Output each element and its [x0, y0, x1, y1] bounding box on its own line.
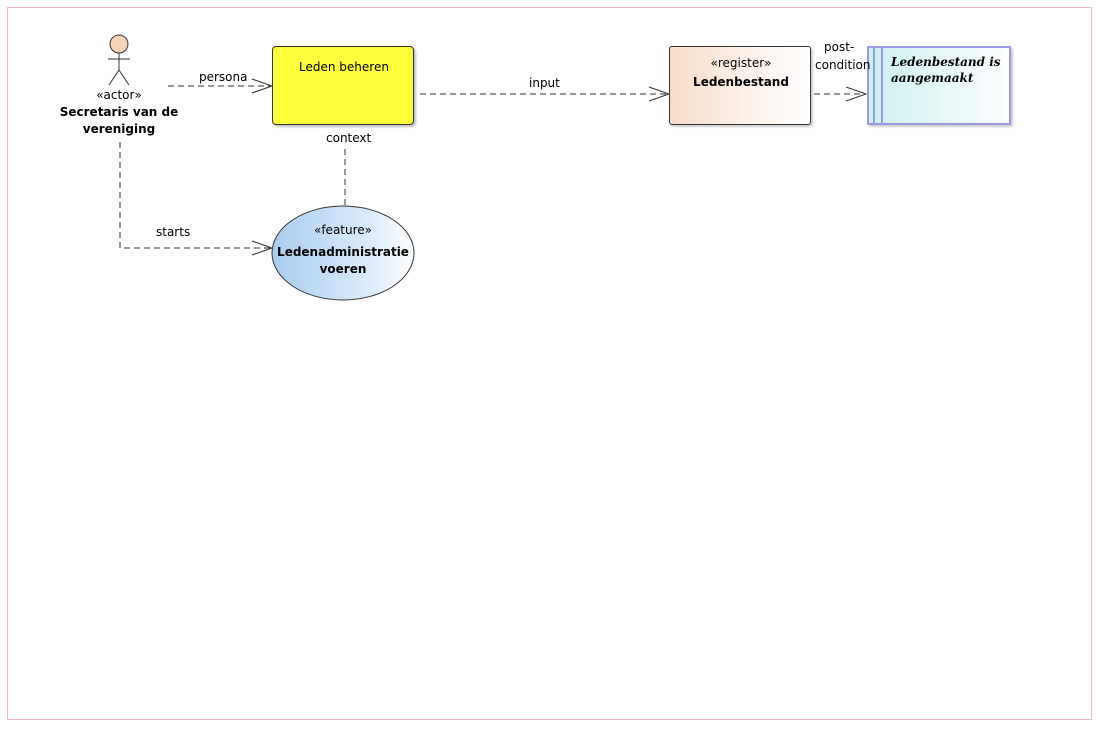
- state-bar-right: [881, 46, 883, 125]
- feature-name-line1: Ledenadministratie: [277, 245, 409, 259]
- actor-name-line1: Secretaris van de: [59, 105, 179, 119]
- actor-name-line2: vereniging: [82, 122, 156, 136]
- state-ledenbestand-aangemaakt[interactable]: Ledenbestand is aangemaakt: [867, 46, 1011, 125]
- activity-name: Leden beheren: [299, 60, 389, 74]
- postcondition-label-line2: condition: [815, 58, 871, 72]
- register-stereotype: «register»: [710, 56, 772, 70]
- postcondition-label-line1: post-: [824, 40, 855, 54]
- actor-figure[interactable]: [108, 34, 130, 86]
- actor-stereotype: «actor»: [96, 88, 142, 102]
- activity-leden-beheren[interactable]: Leden beheren: [272, 46, 414, 125]
- starts-arrowhead: [251, 240, 274, 256]
- persona-label: persona: [199, 70, 248, 84]
- diagram-frame: [7, 7, 1092, 720]
- starts-connector[interactable]: [119, 142, 270, 249]
- register-name: Ledenbestand: [693, 75, 789, 89]
- feature-name-line2: voeren: [319, 262, 367, 276]
- input-label: input: [529, 76, 560, 90]
- starts-label: starts: [156, 225, 191, 239]
- postcondition-arrowhead: [845, 86, 868, 102]
- state-bar-left: [873, 46, 875, 125]
- context-label: context: [326, 131, 372, 145]
- register-ledenbestand[interactable]: «register» Ledenbestand: [669, 46, 811, 125]
- feature-ellipse[interactable]: [271, 205, 415, 301]
- feature-stereotype: «feature»: [313, 223, 373, 237]
- state-name: Ledenbestand is aangemaakt: [891, 55, 1001, 85]
